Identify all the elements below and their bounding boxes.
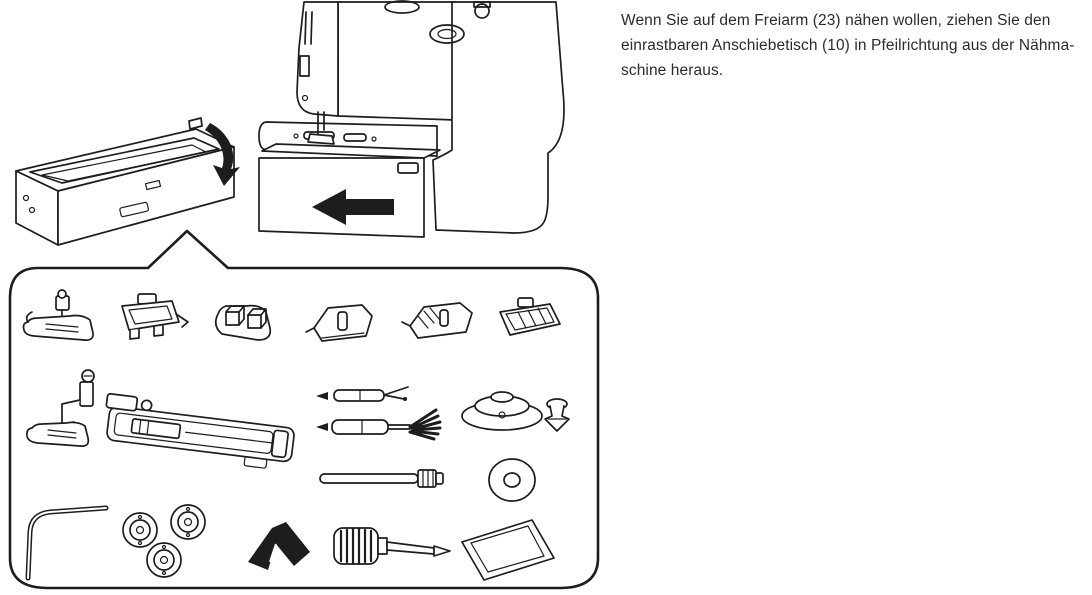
needle-plate-slot xyxy=(343,133,367,142)
winder-stop xyxy=(473,1,491,8)
buttonhole-slide-foot-icon xyxy=(105,392,295,469)
stitch-dial-inner xyxy=(437,28,457,40)
machine-arm xyxy=(337,1,457,121)
sewing-machine xyxy=(258,0,565,238)
box-floor xyxy=(41,144,207,182)
felt-washer-icon xyxy=(488,458,536,502)
seam-ripper-icon xyxy=(333,389,385,402)
box-inner-rim xyxy=(29,137,220,184)
seam-ripper-set-icon xyxy=(316,386,442,441)
detached-accessory-box xyxy=(15,117,240,246)
tension-window xyxy=(299,55,310,77)
plate-screw-icon xyxy=(371,136,377,142)
plate-screw-icon xyxy=(293,133,299,139)
screwdriver-icon xyxy=(333,527,451,565)
presser-foot-on-machine xyxy=(307,133,335,145)
extension-table-top xyxy=(261,143,441,159)
button-shank-plate-icon xyxy=(248,522,310,570)
box-hole xyxy=(22,194,30,202)
head-screw-icon xyxy=(301,94,309,102)
overcast-foot-icon xyxy=(401,302,473,339)
darning-foot-icon xyxy=(26,369,95,447)
hemmer-foot-icon xyxy=(499,297,561,336)
bobbin-icon xyxy=(146,542,182,578)
machine-head xyxy=(296,1,339,117)
box-hole xyxy=(28,206,36,214)
brush-bristles xyxy=(408,408,442,441)
table-pull-arrow-icon xyxy=(312,189,394,225)
box-clip xyxy=(144,179,162,191)
box-front-face xyxy=(57,146,235,246)
stitch-dial-icon xyxy=(429,24,465,44)
thread-guide-line xyxy=(304,11,307,45)
bobbin-winder-icon xyxy=(474,3,490,19)
satin-stitch-foot-icon xyxy=(305,304,373,342)
box-tab xyxy=(188,117,203,130)
edge-guide-rod-icon xyxy=(319,469,444,488)
spool-cap-icon xyxy=(461,391,543,431)
zigzag-presser-foot-icon xyxy=(22,289,94,341)
thread-guide-line xyxy=(310,11,313,45)
seam-ripper-with-brush-icon xyxy=(331,419,389,435)
instruction-line: schine heraus. xyxy=(621,62,724,79)
quilting-guide-wire-icon xyxy=(25,505,109,581)
needle-pack-icon xyxy=(461,519,555,581)
detach-curve-arrow-icon xyxy=(205,123,240,186)
table-latch xyxy=(397,162,419,174)
bobbins-icon xyxy=(122,504,206,578)
carry-handle-slot xyxy=(384,0,420,14)
small-arrow-icon xyxy=(316,392,328,400)
bobbin-icon xyxy=(122,512,158,548)
instruction-line: einrastbaren Anschiebetisch (10) in Pfei… xyxy=(621,37,1075,54)
clear-snap-foot-icon xyxy=(121,293,189,340)
manual-illustration xyxy=(8,0,600,590)
instruction-line: Wenn Sie auf dem Freiarm (23) nähen woll… xyxy=(621,12,1051,29)
small-arrow-icon xyxy=(316,423,328,431)
box-slot xyxy=(119,201,149,218)
bobbin-icon xyxy=(170,504,206,540)
instruction-text: Wenn Sie auf dem Freiarm (23) nähen woll… xyxy=(621,8,1086,83)
button-sewing-foot-icon xyxy=(214,304,272,341)
machine-pillar xyxy=(432,1,565,234)
screw-pin-icon xyxy=(544,398,570,432)
